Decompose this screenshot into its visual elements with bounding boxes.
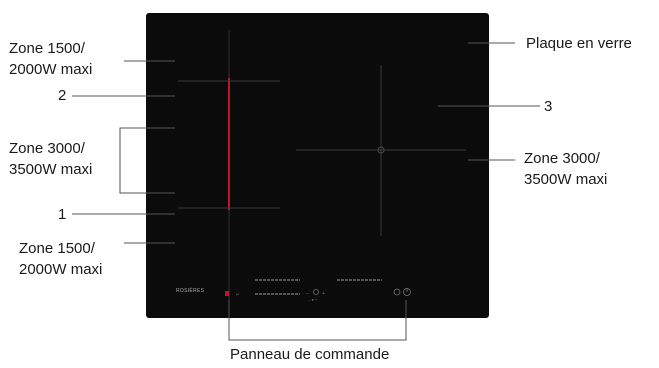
bridge-button xyxy=(225,291,229,296)
timer-minus-symbol: – ● + xyxy=(308,297,318,302)
label-marker-2: 2 xyxy=(58,87,67,104)
control-panel-strip: ⌐ – + – ● + xyxy=(225,279,411,302)
label-marker-1: 1 xyxy=(58,206,67,223)
leader-control-panel xyxy=(228,300,407,341)
label-zone-middle-left-line2: 3500W maxi xyxy=(9,161,93,178)
label-zone-right: Zone 3000/ 3500W maxi xyxy=(524,148,607,190)
label-zone-middle-left-line1: Zone 3000/ xyxy=(9,140,85,157)
label-control-panel: Panneau de commande xyxy=(230,346,390,363)
label-zone-right-line1: Zone 3000/ xyxy=(524,150,600,167)
label-zone-top-left-line1: Zone 1500/ xyxy=(9,40,85,57)
timer-icon xyxy=(313,289,319,295)
label-zone-bottom-left-line2: 2000W maxi xyxy=(19,261,103,278)
glass-cooktop xyxy=(146,13,489,318)
brand-logo: ROSIÈRES xyxy=(176,288,205,294)
label-zone-top-left: Zone 1500/ 2000W maxi xyxy=(9,38,92,80)
lock-symbol: ⌐ xyxy=(236,292,240,298)
label-zone-bottom-left: Zone 1500/ 2000W maxi xyxy=(19,238,102,280)
label-glass-plate: Plaque en verre xyxy=(526,35,632,52)
leader-zone-middle-left xyxy=(119,127,175,194)
label-zone-top-left-line2: 2000W maxi xyxy=(9,61,93,78)
label-marker-3: 3 xyxy=(544,98,553,115)
label-zone-bottom-left-line1: Zone 1500/ xyxy=(19,240,95,257)
plus-symbol: + xyxy=(322,291,325,297)
leader-lines xyxy=(72,42,540,341)
label-zone-right-line2: 3500W maxi xyxy=(524,171,608,188)
label-zone-middle-left: Zone 3000/ 3500W maxi xyxy=(9,138,92,180)
zone-3-center xyxy=(377,146,385,154)
pause-button-icon xyxy=(393,288,401,296)
minus-symbol: – xyxy=(306,291,309,297)
